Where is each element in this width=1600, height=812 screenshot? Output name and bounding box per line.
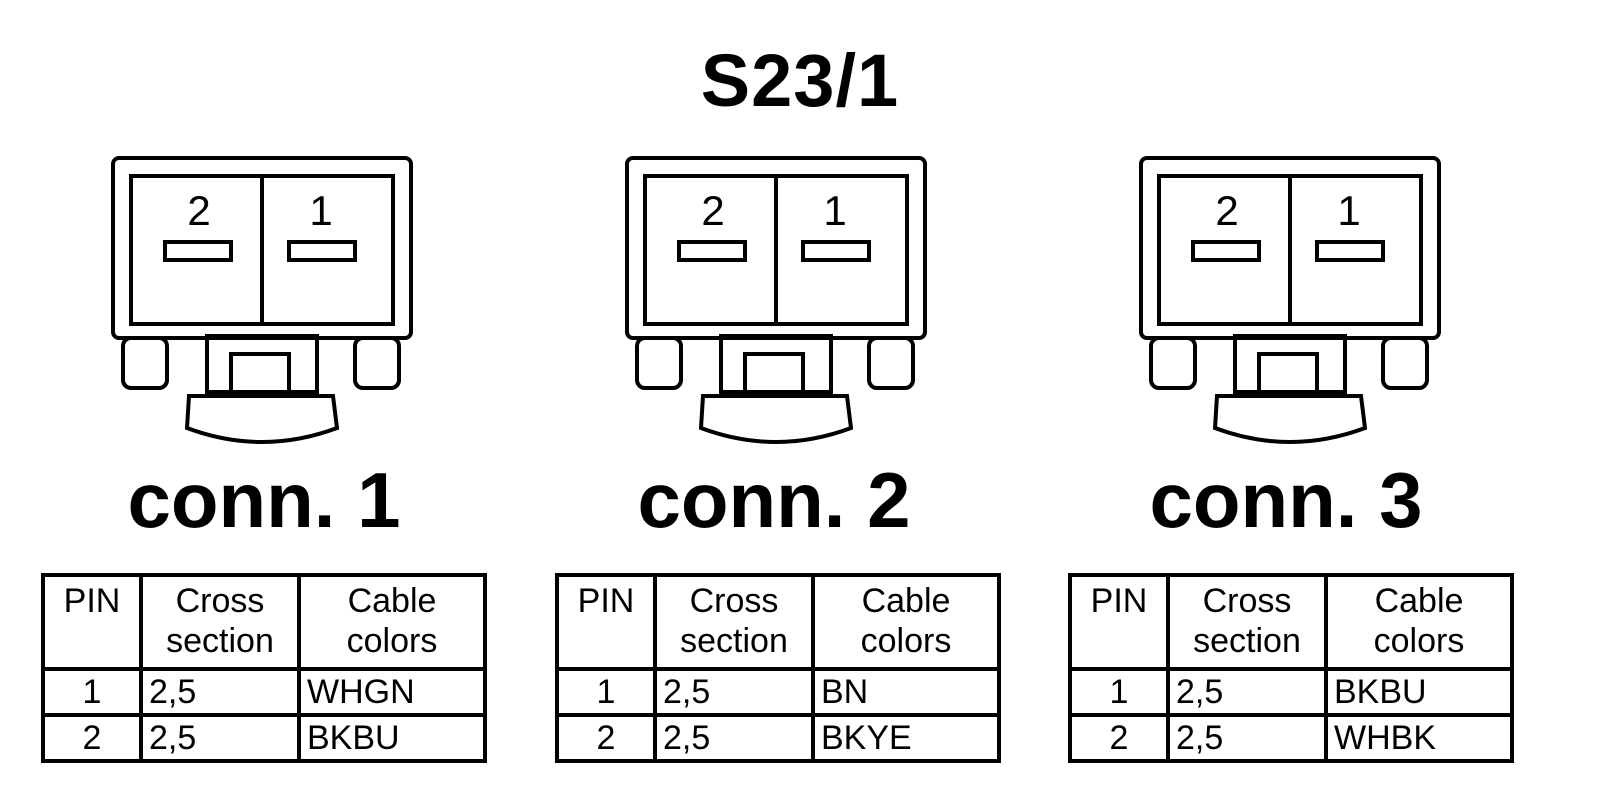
connector-1-pin-table: PIN Cross section Cable colors 1 2,5 WHG…	[41, 573, 487, 763]
pin-label-2: 2	[187, 187, 211, 234]
header-pin: PIN	[555, 573, 657, 671]
connector-2-pin-table: PIN Cross section Cable colors 1 2,5 BN …	[555, 573, 1001, 763]
cell-cable-color: BN	[811, 667, 1001, 717]
cell-cable-color: WHBK	[1324, 713, 1514, 763]
cell-cable-color: BKBU	[1324, 667, 1514, 717]
connector-outline	[625, 156, 927, 444]
cell-cable-color: WHGN	[297, 667, 487, 717]
cell-cross-section: 2,5	[653, 713, 815, 763]
cell-pin: 1	[41, 667, 143, 717]
table-row: 2 2,5 BKYE	[555, 713, 1001, 763]
table-header-row: PIN Cross section Cable colors	[41, 573, 487, 671]
cell-pin: 2	[41, 713, 143, 763]
header-cable-colors: Cable colors	[297, 573, 487, 671]
table-row: 1 2,5 WHGN	[41, 667, 487, 717]
cell-cable-color: BKBU	[297, 713, 487, 763]
cell-cross-section: 2,5	[1166, 667, 1328, 717]
connector-2-label: conn. 2	[637, 456, 911, 544]
diagram-title: S23/1	[700, 39, 900, 122]
connector-3-pin-table: PIN Cross section Cable colors 1 2,5 BKB…	[1068, 573, 1514, 763]
pin-label-1: 1	[309, 187, 333, 234]
pin-label-1: 1	[823, 187, 847, 234]
table-row: 1 2,5 BN	[555, 667, 1001, 717]
cell-cable-color: BKYE	[811, 713, 1001, 763]
header-cable-colors: Cable colors	[811, 573, 1001, 671]
header-pin: PIN	[41, 573, 143, 671]
cell-pin: 2	[555, 713, 657, 763]
cell-pin: 1	[1068, 667, 1170, 717]
connector-2-drawing: 2 1	[619, 150, 939, 450]
cell-pin: 2	[1068, 713, 1170, 763]
header-cross-section: Cross section	[1166, 573, 1328, 671]
header-cross-section: Cross section	[653, 573, 815, 671]
cell-cross-section: 2,5	[1166, 713, 1328, 763]
table-row: 2 2,5 WHBK	[1068, 713, 1514, 763]
pin-label-2: 2	[1215, 187, 1239, 234]
table-header-row: PIN Cross section Cable colors	[1068, 573, 1514, 671]
connector-outline	[1139, 156, 1441, 444]
table-row: 2 2,5 BKBU	[41, 713, 487, 763]
connector-3-drawing: 2 1	[1133, 150, 1453, 450]
header-cable-colors: Cable colors	[1324, 573, 1514, 671]
cell-pin: 1	[555, 667, 657, 717]
table-row: 1 2,5 BKBU	[1068, 667, 1514, 717]
cell-cross-section: 2,5	[139, 667, 301, 717]
connector-3-label: conn. 3	[1149, 456, 1423, 544]
table-header-row: PIN Cross section Cable colors	[555, 573, 1001, 671]
pin-label-2: 2	[701, 187, 725, 234]
header-cross-section: Cross section	[139, 573, 301, 671]
connector-outline	[111, 156, 413, 444]
header-pin: PIN	[1068, 573, 1170, 671]
connector-1-drawing: 2 1	[105, 150, 425, 450]
pin-label-1: 1	[1337, 187, 1361, 234]
cell-cross-section: 2,5	[653, 667, 815, 717]
cell-cross-section: 2,5	[139, 713, 301, 763]
connector-1-label: conn. 1	[127, 456, 401, 544]
